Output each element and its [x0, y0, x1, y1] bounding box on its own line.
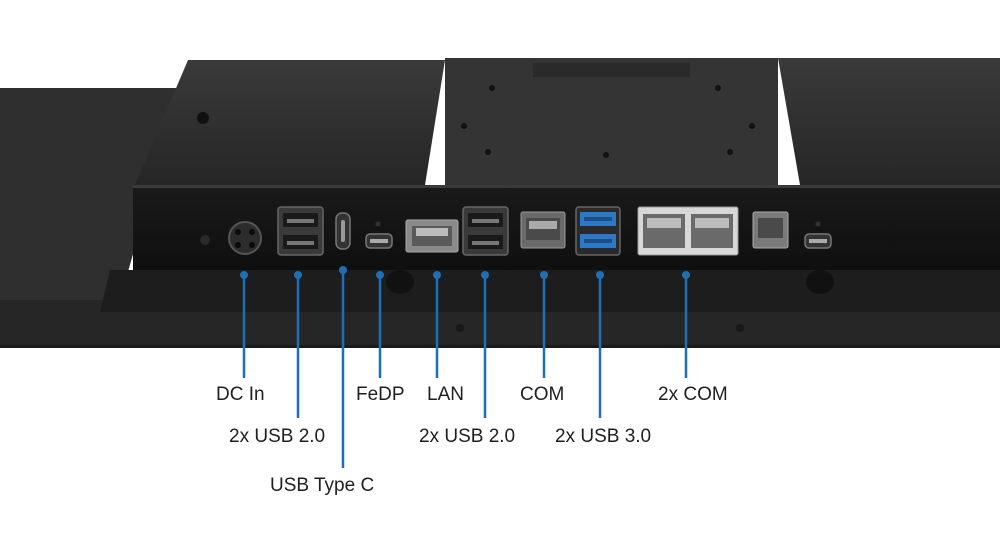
label-lan: LAN — [427, 384, 464, 405]
label-dc-in: DC In — [216, 384, 265, 405]
label-com2: 2x COM — [658, 384, 728, 405]
lan-port — [405, 219, 459, 253]
dc-in-port — [200, 221, 262, 255]
com-port — [520, 211, 566, 249]
usb30-port — [575, 206, 621, 256]
micro-port-extra — [804, 221, 832, 249]
dual-com-port — [637, 206, 739, 256]
leader-usb20-a-dot — [294, 271, 302, 279]
leader-fedp-dot — [376, 271, 384, 279]
monitor-body — [0, 58, 1000, 348]
label-fedp: FeDP — [356, 384, 405, 405]
rj-port-extra — [752, 211, 789, 249]
label-usb30: 2x USB 3.0 — [555, 426, 652, 447]
label-usb20-a: 2x USB 2.0 — [229, 426, 326, 447]
usb20-port-a — [277, 206, 324, 256]
leader-usb30-dot — [596, 271, 604, 279]
label-usb20-b: 2x USB 2.0 — [419, 426, 516, 447]
leader-lan-dot — [433, 271, 441, 279]
leader-dc-in-dot — [240, 271, 248, 279]
leader-usb20-b-dot — [481, 271, 489, 279]
label-com: COM — [520, 384, 565, 405]
usb20-port-b — [462, 206, 509, 256]
fedp-port — [365, 221, 393, 249]
label-usb-c: USB Type C — [270, 475, 375, 496]
leader-com-dot — [540, 271, 548, 279]
leader-usb-c-dot — [339, 266, 347, 274]
usb-c-port — [335, 212, 351, 250]
leader-com2-dot — [682, 271, 690, 279]
